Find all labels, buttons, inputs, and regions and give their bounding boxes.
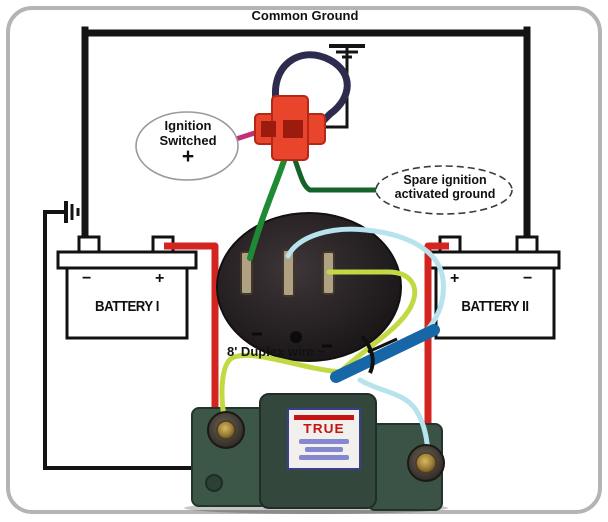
battery1-positive-sign: + (155, 270, 165, 287)
duplex-cable (330, 324, 440, 383)
label-text-line (299, 455, 349, 460)
logo-bar (294, 415, 354, 420)
chassis-ground-icon (64, 201, 80, 223)
diagram-frame (6, 6, 602, 514)
cable-clip (360, 334, 398, 374)
ignition-label-line2: Switched (159, 132, 217, 148)
mounting-hole (205, 474, 223, 492)
duplex-wire-label: 8' Duplex wire ~ (227, 344, 326, 359)
label-text-line (299, 439, 349, 444)
navy-ground-loop-wire (272, 51, 351, 130)
ignition-label-line1: Ignition (164, 118, 212, 133)
green-coil-wire (247, 149, 290, 261)
ignition-switched-label: Ignition Switched + (139, 118, 237, 169)
battery2-positive-sign: + (450, 270, 460, 287)
ignition-plus-sign: + (181, 145, 195, 169)
battery2-positive-wire (424, 242, 449, 458)
isolator-stud-left (207, 411, 245, 449)
spare-label-line2: activated ground (394, 187, 496, 201)
splice-connector (254, 95, 326, 161)
common-ground-label: Common Ground (251, 8, 359, 23)
relay-plug (216, 212, 402, 362)
isolator-ground-wire (43, 210, 196, 470)
battery1-label: BATTERY I (94, 298, 159, 315)
plug-prong-left (240, 251, 253, 295)
battery-2 (427, 235, 561, 340)
spare-callout-oval (375, 165, 513, 215)
battery1-positive-wire (164, 242, 219, 422)
spare-ground-label: Spare ignition activated ground (379, 173, 511, 201)
common-ground-bus-wire (81, 26, 531, 245)
cyan-wire-upper (285, 226, 446, 343)
isolator-brand-label: TRUE (287, 408, 361, 470)
battery2-negative-sign: − (523, 270, 533, 287)
battery1-negative-sign: − (82, 270, 92, 287)
spare-label-line1: Spare ignition (403, 173, 487, 187)
plug-prong-middle (282, 249, 295, 297)
battery2-label: BATTERY II (461, 298, 529, 315)
ignition-callout-oval (135, 111, 239, 181)
isolator-stud-right (407, 444, 445, 482)
brand-logo-text: TRUE (303, 421, 345, 436)
label-text-line (305, 447, 343, 452)
battery-1 (56, 235, 198, 340)
